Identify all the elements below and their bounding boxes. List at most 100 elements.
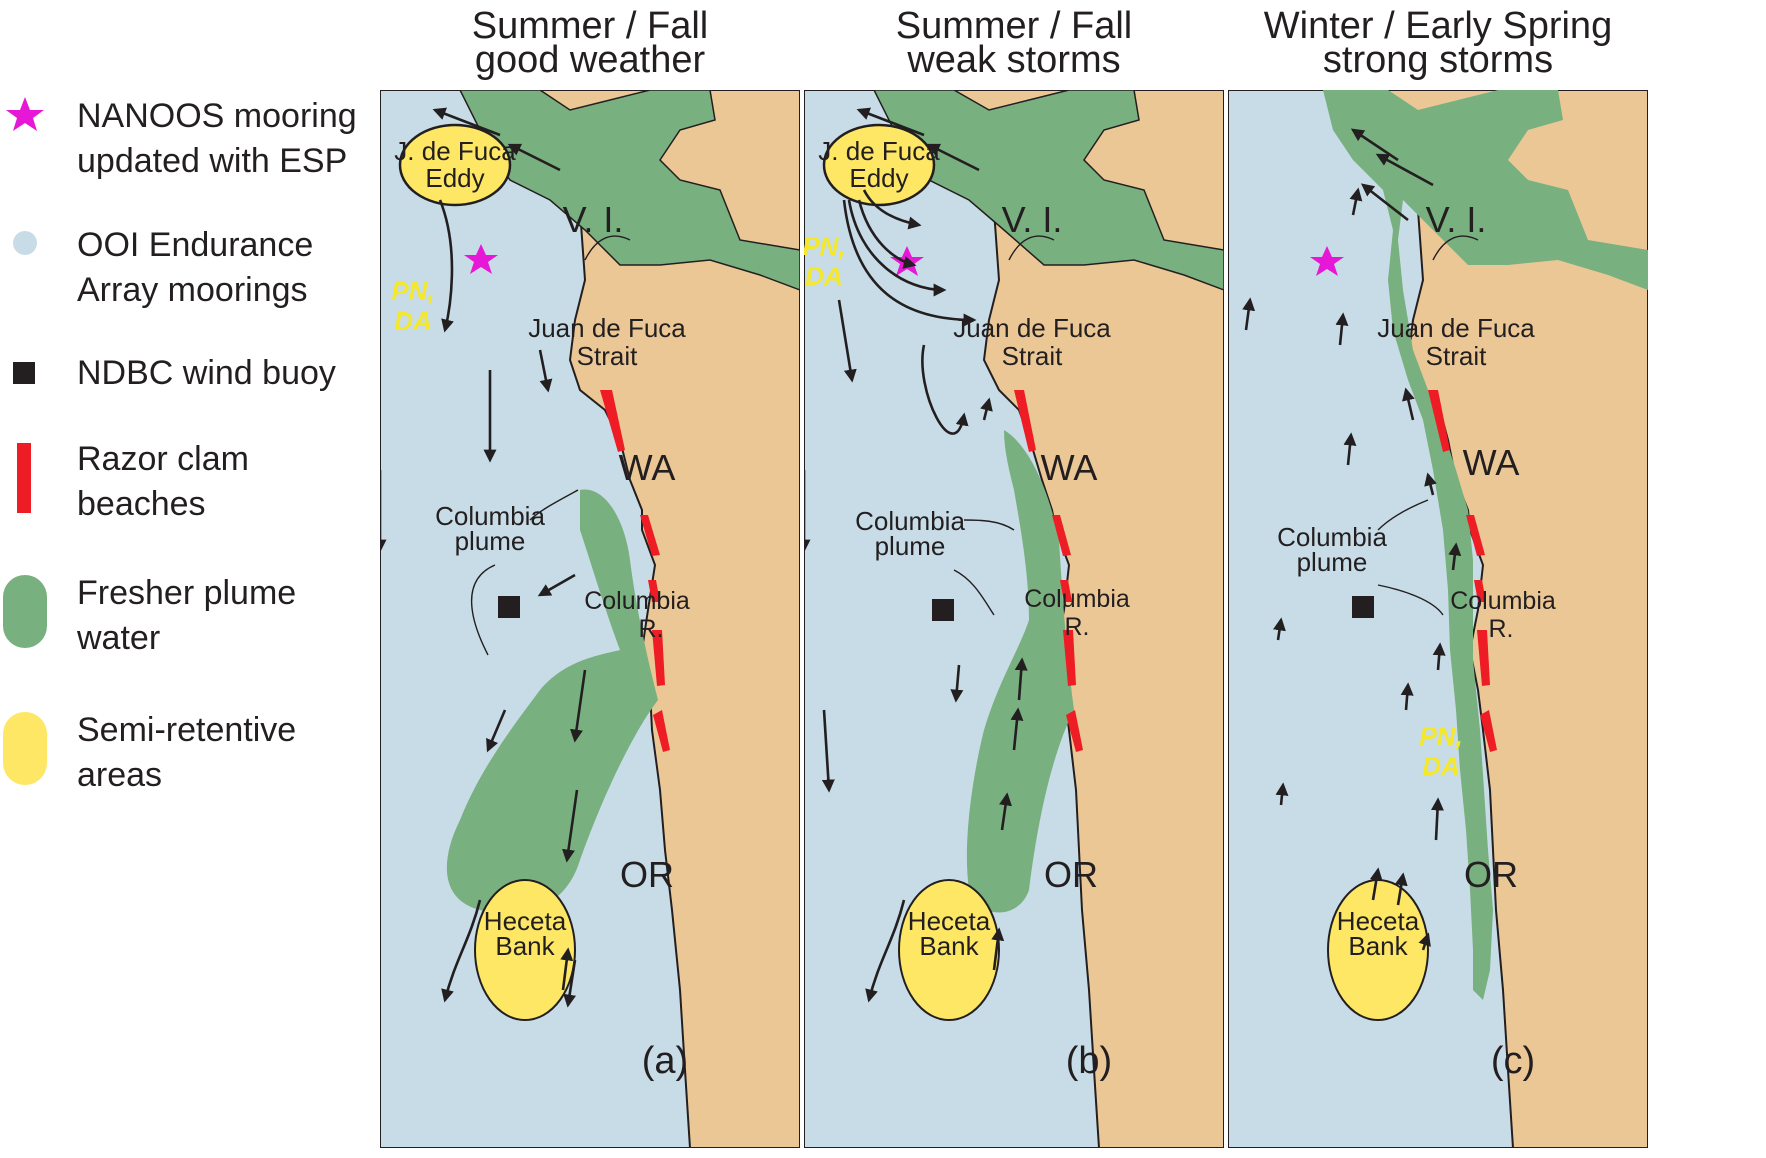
toxin-label: DA <box>1422 751 1460 781</box>
bank-label: Bank <box>495 931 555 961</box>
toxin-label: PN, <box>1419 721 1462 751</box>
razor-clam-beach <box>640 515 660 556</box>
star-icon <box>1310 246 1344 276</box>
star-icon <box>6 97 44 131</box>
river-label: R. <box>639 615 664 643</box>
retentive-blob-icon <box>3 712 47 785</box>
wa-label: WA <box>1463 442 1520 483</box>
plume-label: plume <box>1297 547 1368 577</box>
panel-b: Summer / Fall weak storms J. de Fuca Edd… <box>802 5 1224 1148</box>
square-icon <box>1352 596 1374 618</box>
panel-subtitle: weak storms <box>906 39 1120 81</box>
legend-label: water <box>76 619 160 657</box>
razor-clam-beach <box>1477 630 1490 686</box>
river-label: Columbia <box>1024 585 1130 613</box>
strait-label: Juan de Fuca <box>953 313 1111 343</box>
bank-label: Heceta <box>908 906 991 936</box>
legend-item-ooi: OOI Endurance Array moorings <box>13 226 313 309</box>
legend-item-mooring: NANOOS mooring updated with ESP <box>6 97 357 180</box>
or-label: OR <box>1464 854 1518 895</box>
bank-label: Bank <box>1348 931 1408 961</box>
river-label: R. <box>1065 613 1090 641</box>
plume-blob-icon <box>3 575 47 648</box>
razor-clam-beach <box>1474 580 1486 602</box>
legend-item-buoy: NDBC wind buoy <box>13 354 336 392</box>
river-label: Columbia <box>1450 587 1556 615</box>
legend-label: Razor clam <box>77 440 249 478</box>
legend: NANOOS mooring updated with ESP OOI Endu… <box>3 97 357 794</box>
strait-label: Juan de Fuca <box>1377 313 1535 343</box>
legend-item-clam: Razor clam beaches <box>17 440 249 523</box>
razor-clam-beach <box>1066 710 1083 752</box>
heceta-bank <box>474 879 576 1021</box>
razor-clam-beach <box>600 390 625 452</box>
panel-letter: (c) <box>1491 1040 1535 1082</box>
panel-c: Winter / Early Spring strong storms Hece… <box>1228 5 1648 1148</box>
plume-label: plume <box>875 531 946 561</box>
or-label: OR <box>620 854 674 895</box>
bank-label: Heceta <box>484 906 567 936</box>
legend-label: NANOOS mooring <box>77 97 357 135</box>
square-icon <box>932 599 954 621</box>
star-icon <box>464 244 498 274</box>
plume-label: plume <box>455 526 526 556</box>
strait-plume <box>459 90 800 291</box>
wa-label: WA <box>1041 447 1098 488</box>
bank-label: Heceta <box>1337 906 1420 936</box>
vancouver-island-label: V. I. <box>1426 199 1487 240</box>
legend-label: Fresher plume <box>77 574 296 612</box>
land <box>498 90 800 1148</box>
square-icon <box>13 362 35 384</box>
panel-letter: (b) <box>1066 1040 1112 1082</box>
river-label: R. <box>1489 615 1514 643</box>
plume-label: Columbia <box>855 506 965 536</box>
legend-label: beaches <box>77 485 206 523</box>
clam-bar-icon <box>17 443 31 513</box>
legend-label: NDBC wind buoy <box>77 354 336 392</box>
razor-clam-beach <box>1014 390 1036 452</box>
razor-clam-beach <box>1060 580 1072 602</box>
strait-label: Strait <box>1426 341 1487 371</box>
juan-de-fuca-eddy <box>398 123 512 207</box>
razor-clam-beach <box>648 580 660 602</box>
eddy-label: Eddy <box>849 163 908 193</box>
toxin-label: PN, <box>391 276 434 306</box>
razor-clam-beach <box>1063 630 1076 686</box>
panel-subtitle: good weather <box>475 39 706 81</box>
legend-item-plume: Fresher plume water <box>3 574 296 657</box>
toxin-label: PN, <box>802 231 845 261</box>
plume-label: Columbia <box>1277 522 1387 552</box>
razor-clam-beach <box>652 630 665 686</box>
eddy-label: Eddy <box>425 163 484 193</box>
or-label: OR <box>1044 854 1098 895</box>
legend-label: OOI Endurance <box>77 226 313 264</box>
razor-clam-beach <box>1466 515 1485 556</box>
razor-clam-beach <box>1480 710 1497 752</box>
river-label: Columbia <box>584 587 690 615</box>
wa-label: WA <box>619 447 676 488</box>
razor-clam-beach <box>1052 515 1071 556</box>
razor-clam-beach <box>653 710 670 752</box>
legend-label: Semi-retentive <box>77 711 296 749</box>
legend-label: updated with ESP <box>77 142 347 180</box>
eddy-label: J. de Fuca <box>818 136 940 166</box>
panel-letter: (a) <box>642 1040 688 1082</box>
strait-label: Strait <box>1002 341 1063 371</box>
panel-a: Summer / Fall good weather J. de Fuca Ed… <box>380 5 800 1148</box>
vancouver-island-label: V. I. <box>1002 199 1063 240</box>
strait-label: Strait <box>577 341 638 371</box>
heceta-bank <box>898 879 1000 1021</box>
legend-item-retentive: Semi-retentive areas <box>3 711 296 794</box>
panel-subtitle: strong storms <box>1323 39 1553 81</box>
plume-label: Columbia <box>435 501 545 531</box>
toxin-label: DA <box>394 306 432 336</box>
circle-icon <box>13 231 37 255</box>
vancouver-island-label: V. I. <box>563 199 624 240</box>
strait-plume <box>873 90 1224 291</box>
square-icon <box>498 596 520 618</box>
columbia-plume <box>446 489 658 914</box>
panel-title: Summer / Fall <box>896 5 1132 47</box>
strait-label: Juan de Fuca <box>528 313 686 343</box>
legend-label: Array moorings <box>77 271 308 309</box>
